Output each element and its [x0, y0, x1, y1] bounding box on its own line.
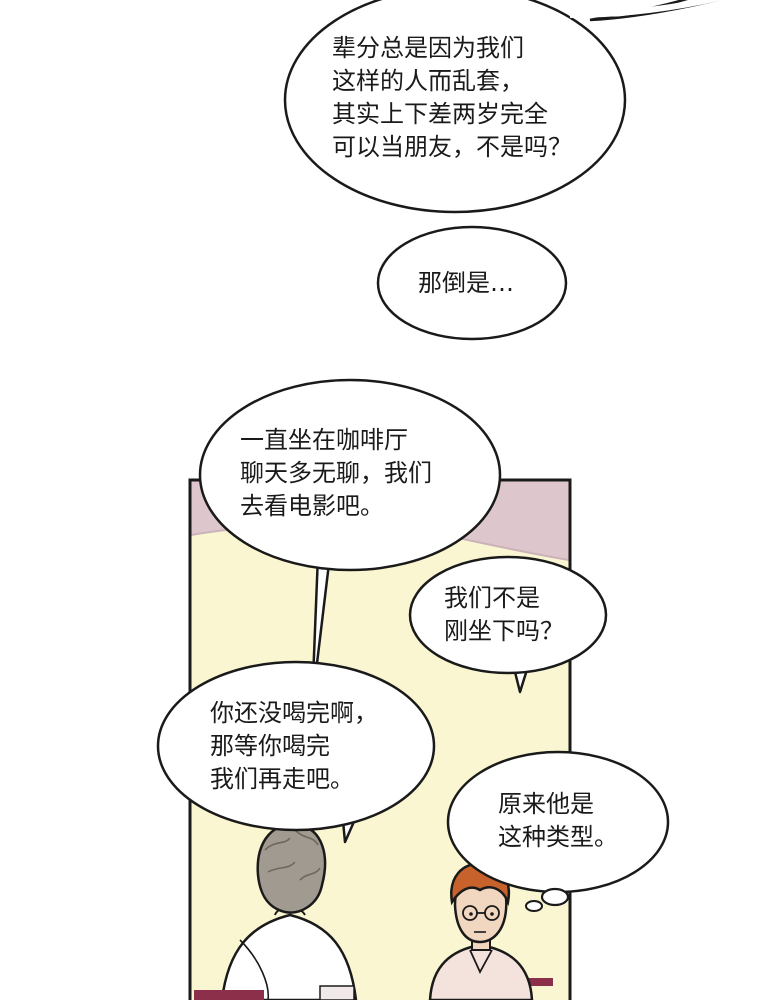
bubble-3-line-1: 一直坐在咖啡厅: [240, 426, 408, 454]
bubble-2-text: 那倒是…: [418, 267, 514, 300]
speech-bubble-4: [408, 555, 608, 694]
bubble-1-line-4: 可以当朋友，不是吗？: [332, 133, 572, 161]
bubble-6-line-2: 这种类型。: [498, 823, 618, 851]
bubble-6-line-1: 原来他是: [498, 790, 594, 818]
bubble-5-line-1: 你还没喝完啊，: [210, 699, 378, 727]
man-right-figure: [428, 862, 534, 1000]
bubble-6-text: 原来他是 这种类型。: [498, 788, 618, 854]
bubble-1-line-3: 其实上下差两岁完全: [332, 100, 548, 128]
speech-bubble-1: [283, 0, 723, 214]
bubble-2-line-1: 那倒是…: [418, 269, 514, 297]
man-left-figure: [220, 822, 358, 1000]
bubble-5-line-2: 那等你喝完: [210, 732, 330, 760]
bubble-4-text: 我们不是 刚坐下吗？: [444, 582, 564, 648]
bubble-4-line-2: 刚坐下吗？: [444, 617, 564, 645]
bubble-5-line-3: 我们再走吧。: [210, 765, 354, 793]
speech-bubble-2: [376, 225, 568, 341]
bubble-1-line-2: 这样的人而乱套，: [332, 67, 524, 95]
bubble-5-text: 你还没喝完啊， 那等你喝完 我们再走吧。: [210, 697, 378, 796]
bubble-3-line-3: 去看电影吧。: [240, 492, 384, 520]
speech-bubble-5: [156, 660, 436, 844]
bubble-1-line-1: 辈分总是因为我们: [332, 34, 524, 62]
thought-bubble-6: [446, 750, 670, 912]
bubble-4-line-1: 我们不是: [444, 584, 540, 612]
bubble-3-text: 一直坐在咖啡厅 聊天多无聊，我们 去看电影吧。: [240, 424, 432, 523]
bubble-1-text: 辈分总是因为我们 这样的人而乱套， 其实上下差两岁完全 可以当朋友，不是吗？: [332, 32, 572, 164]
bubble-3-line-2: 聊天多无聊，我们: [240, 459, 432, 487]
